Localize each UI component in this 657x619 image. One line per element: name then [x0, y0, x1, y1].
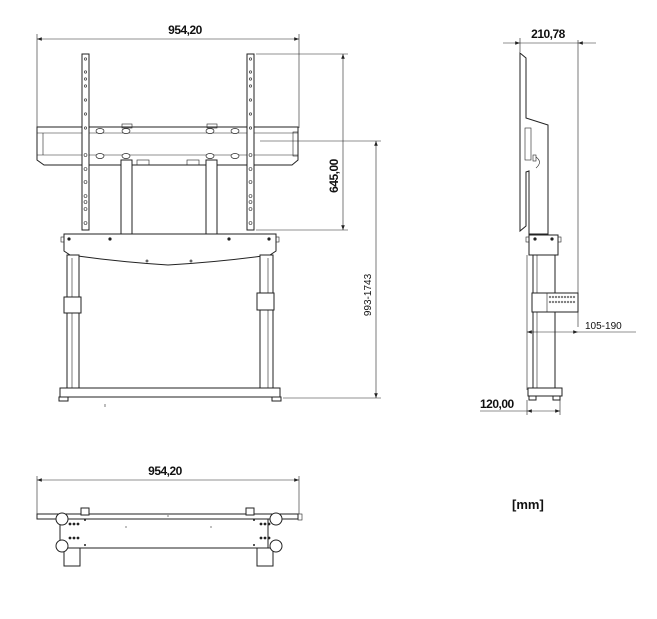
vesa-rail-left — [81, 53, 90, 231]
front-view: 954,20 — [36, 23, 381, 407]
foot-label: 120,00 — [480, 397, 515, 411]
tilt-range-dimension: 105-190 — [527, 321, 636, 334]
side-view: 210,78 — [480, 27, 636, 415]
vesa-rail-right — [246, 53, 255, 231]
foot-dimension: 120,00 — [480, 397, 561, 415]
crossbar — [36, 123, 299, 166]
side-column — [525, 234, 579, 401]
center-column-right — [205, 159, 218, 236]
units-label: [mm] — [512, 497, 544, 512]
base — [58, 387, 282, 407]
vesa-height-dimension: 645,00 — [256, 53, 348, 231]
depth-dimension: 210,78 — [503, 27, 596, 327]
top-width-dimension: 954,20 — [36, 464, 300, 514]
lift-legs — [63, 254, 275, 389]
side-panel — [519, 51, 549, 235]
depth-label: 210,78 — [531, 27, 566, 41]
front-width-label: 954,20 — [168, 23, 203, 37]
center-column-left — [120, 159, 133, 236]
top-width-label: 954,20 — [148, 464, 183, 478]
height-range-label: 993-1743 — [363, 273, 374, 316]
tilt-range-label: 105-190 — [585, 321, 622, 332]
lift-header — [60, 233, 280, 266]
vesa-height-label: 645,00 — [327, 158, 341, 193]
top-view: 954,20 — [36, 464, 303, 567]
front-width-dimension: 954,20 — [36, 23, 300, 128]
height-range-dimension: 993-1743 — [260, 140, 381, 399]
